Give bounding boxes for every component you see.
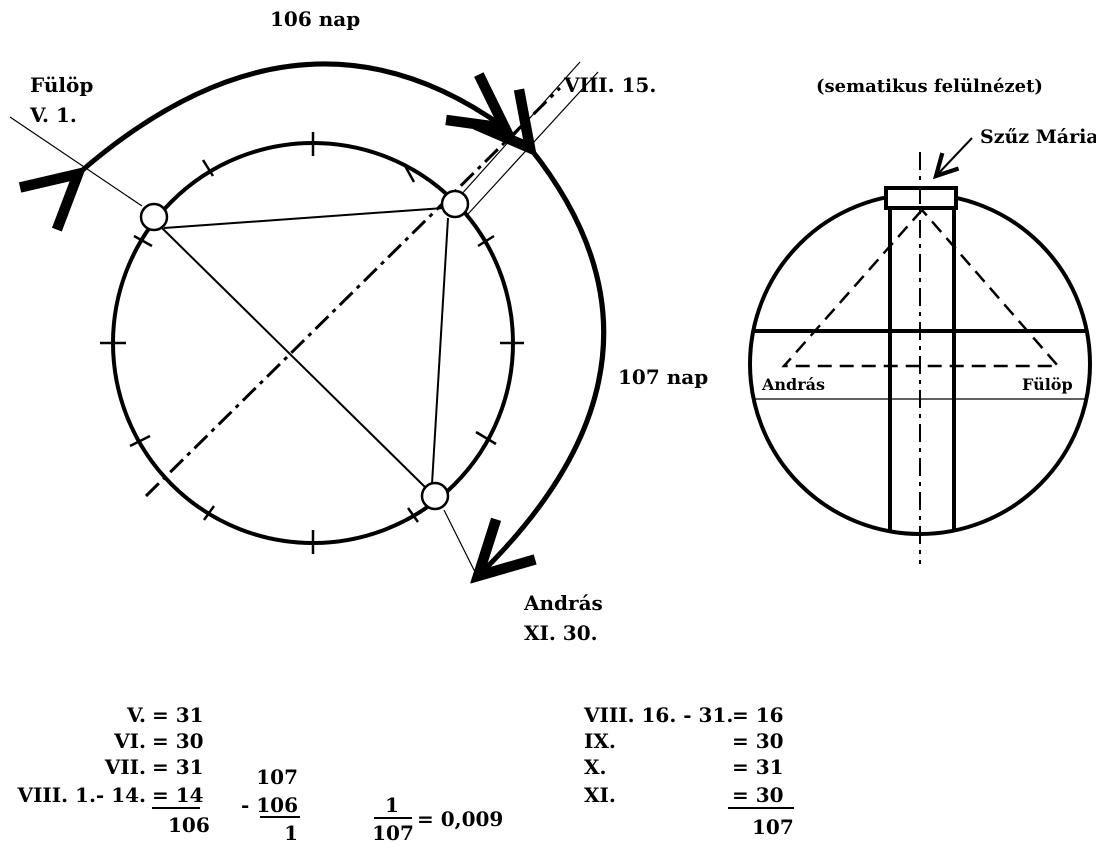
arc-right-label: 107 nap	[618, 365, 708, 389]
calc-left-row-3-value: = 31	[152, 755, 204, 779]
calc-sub-top: 107	[256, 765, 298, 789]
calc-right-row-3-month: X.	[584, 755, 606, 779]
fulop-radial-line	[9, 116, 143, 207]
calc-right-row-3-value: = 31	[732, 755, 784, 779]
light-triangle-dashed	[781, 208, 1061, 368]
calc-right-row-1-value: = 16	[732, 703, 784, 727]
fulop-name-label: Fülöp	[30, 73, 93, 97]
arc-top-label: 106 nap	[270, 7, 360, 31]
calc-left-row-1-value: = 31	[152, 703, 204, 727]
calc-right-row-2-month: IX.	[584, 729, 616, 753]
szuz-maria-pointer	[936, 137, 973, 176]
triangle-right-edge	[431, 217, 449, 485]
andras-name-label: András	[523, 591, 603, 615]
arc-arrow-107	[478, 148, 607, 576]
left-diagram: 106 nap 107 nap Fülöp V. 1. VIII. 15. An…	[9, 7, 708, 645]
viii15-label: VIII. 15.	[563, 73, 656, 97]
szuz-maria-label: Szűz Mária	[980, 126, 1096, 148]
calc-right-total: 107	[752, 815, 794, 839]
andras-position-marker	[420, 481, 450, 511]
plan-fulop-label: Fülöp	[1022, 375, 1073, 394]
viii15-position-marker	[440, 189, 470, 219]
calc-left-row-4-value: = 14	[152, 783, 204, 807]
calc-right-row-2-value: = 30	[732, 729, 784, 753]
andras-radial-line	[443, 509, 479, 579]
calc-frac-equals: = 0,009	[417, 807, 503, 831]
calc-right-row-4-month: XI.	[584, 783, 616, 807]
viii15-axis-dashdot	[144, 86, 562, 498]
calc-right-row-4-value: = 30	[732, 783, 784, 807]
calc-left-row-2-month: VI.	[113, 729, 146, 753]
calc-right-row-1-month: VIII. 16. - 31.	[583, 703, 733, 727]
calc-frac-numerator: 1	[385, 793, 399, 817]
schematic-caption: (sematikus felülnézet)	[816, 76, 1043, 97]
calc-left-row-2-value: = 30	[152, 729, 204, 753]
calc-fraction-block: 1 107 = 0,009	[372, 793, 503, 842]
fulop-date-label: V. 1.	[29, 103, 77, 127]
calc-subtraction-block: 107 - 106 1	[241, 765, 300, 842]
calc-left-total: 106	[168, 813, 210, 837]
calc-sub-result: 1	[284, 821, 298, 842]
triangle-top-edge	[163, 207, 445, 229]
calc-left-block: V. = 31 VI. = 30 VII. = 31 VIII. 1.- 14.…	[17, 703, 210, 837]
triangle-diagonal	[161, 227, 427, 489]
calc-left-row-1-month: V.	[126, 703, 146, 727]
andras-date-label: XI. 30.	[524, 621, 598, 645]
calc-left-row-3-month: VII.	[104, 755, 146, 779]
plan-andras-label: András	[761, 375, 825, 394]
calc-right-block: VIII. 16. - 31. = 16 IX. = 30 X. = 31 XI…	[583, 703, 794, 839]
calc-left-row-4-month: VIII. 1.- 14.	[17, 783, 146, 807]
arc-arrow-106	[78, 61, 505, 174]
calc-sub-minus: - 106	[241, 793, 298, 817]
fulop-position-marker	[139, 202, 169, 232]
calc-frac-denominator: 107	[372, 821, 414, 842]
right-diagram: (sematikus felülnézet) Szűz Mária András…	[748, 76, 1096, 564]
